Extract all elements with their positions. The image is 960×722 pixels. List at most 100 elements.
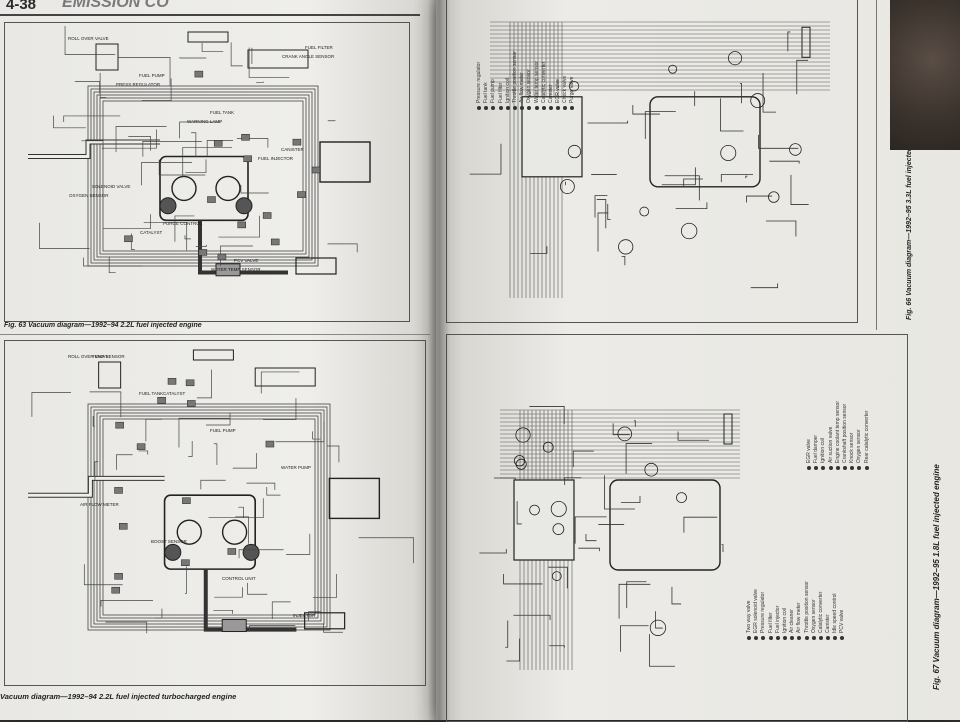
tl-label: CATALYST [140,230,163,235]
legend-item: PCV valve [839,581,845,640]
tl-label: PCV VALVE [234,258,258,263]
bl-label: BOOST SENSOR [151,539,188,544]
vacuum-hose [678,431,709,440]
figure-caption-top-left: Fig. 63 Vacuum diagram—1992–94 2.2L fuel… [4,322,202,329]
legend-label: Catalytic converter [541,62,547,103]
legend-label: EGR valve [806,439,812,463]
legend-bullet-icon [843,466,847,470]
legend-label: Ignition coil [505,78,511,103]
vacuum-hose [505,620,508,647]
legend-item: Fuel filter [498,51,504,110]
legend-item: Air cleaner [789,581,795,640]
legend-label: Canister [548,84,554,103]
legend-item: Fuel tank [483,51,489,110]
legend-bullet-icon [563,106,567,110]
vacuum-hose [621,496,640,503]
vacuum-hose [144,222,187,250]
legend-label: Two way valve [746,600,752,633]
vacuum-hose [504,574,543,584]
legend-bullet-icon [491,106,495,110]
legend-item: Ignition coil [505,51,511,110]
vacuum-hose [54,116,86,128]
legend-item: Pressure regulator [760,581,766,640]
vacuum-hose [766,221,796,237]
legend-bullet-icon [840,636,844,640]
legend-label: Air flow meter [519,72,525,103]
legend-bullet-icon [549,106,553,110]
vacuum-hose [102,130,157,149]
figure-divider-left [0,334,430,335]
tl-label: ROLL OVER VALVE [68,36,109,41]
vacuum-hose [613,423,630,434]
vacuum-hose [573,451,594,467]
legend-item: Canister [548,51,554,110]
legend-item: Throttle position sensor [512,51,518,110]
legend-bullet-icon [797,636,801,640]
vacuum-hose [470,144,501,174]
vacuum-hose [256,82,263,83]
legend-label: Oxygen sensor [811,599,817,633]
book-gutter [428,0,450,720]
fitting [312,167,320,173]
fitting [195,71,203,77]
bl-label: FUEL TANK [139,391,163,396]
vacuum-hose [267,487,281,495]
vacuum-hose [185,159,206,172]
vacuum-diagram-3-3l [450,2,850,318]
vacuum-hose [233,453,257,468]
fitting [168,378,176,384]
tl-label: FUEL FILTER [305,45,334,50]
legend-label: Fuel injector [775,606,781,633]
tl-label: SOLENOID VALVE [92,184,130,189]
vacuum-hose [249,47,289,77]
ecu-box [514,480,574,560]
legend-label: Pressure regulator [760,592,766,633]
legend-item: EGR valve [555,51,561,110]
legend-label: Ignition coil [782,608,788,633]
fuel-tank [248,50,308,68]
vacuum-hose [578,548,599,551]
intake-pipe [28,478,165,495]
legend-bullet-icon [477,106,481,110]
vacuum-hose [751,283,778,287]
fitting [214,140,222,146]
legend-bullet-icon [814,466,818,470]
legend-item: Ignition coil [820,401,826,470]
legend-bullet-icon [829,466,833,470]
vacuum-hose [479,549,506,553]
vacuum-hose [247,583,267,594]
vacuum-hose [180,122,222,138]
legend-label: Engine coolant temp sensor [835,401,841,463]
legend-bullet-icon [819,636,823,640]
figure-caption-bottom-right: Fig. 67 Vacuum diagram—1992–95 1.8L fuel… [932,464,941,690]
vacuum-hose [529,406,564,424]
vacuum-hose [100,73,106,98]
sensor [516,459,526,469]
wire-bundle [103,419,315,615]
vacuum-hose [261,372,299,393]
legend-item: Pressure regulator [476,51,482,110]
vacuum-hose [676,202,707,208]
bl-label: WATER PUMP [281,465,311,470]
legend-item: Check valve [562,51,568,110]
vacuum-hose [191,133,196,157]
wire-bundle [88,86,318,266]
vacuum-hose [188,441,192,456]
fitting [137,444,145,450]
vacuum-diagram-1-8l [460,390,760,690]
legend-bullet-icon [747,636,751,640]
legend-label: PCV valve [839,610,845,633]
fitting [158,397,166,403]
vacuum-hose [324,623,343,632]
legend-bullet-icon [570,106,574,110]
vacuum-hose [494,478,515,481]
legend-label: Idle speed control [832,594,838,633]
vacuum-hose [619,584,650,618]
legend-item: Fuel pump [490,51,496,110]
vacuum-hose [238,507,243,517]
vacuum-hose [684,517,717,532]
intake-pipe-inner [28,478,165,495]
